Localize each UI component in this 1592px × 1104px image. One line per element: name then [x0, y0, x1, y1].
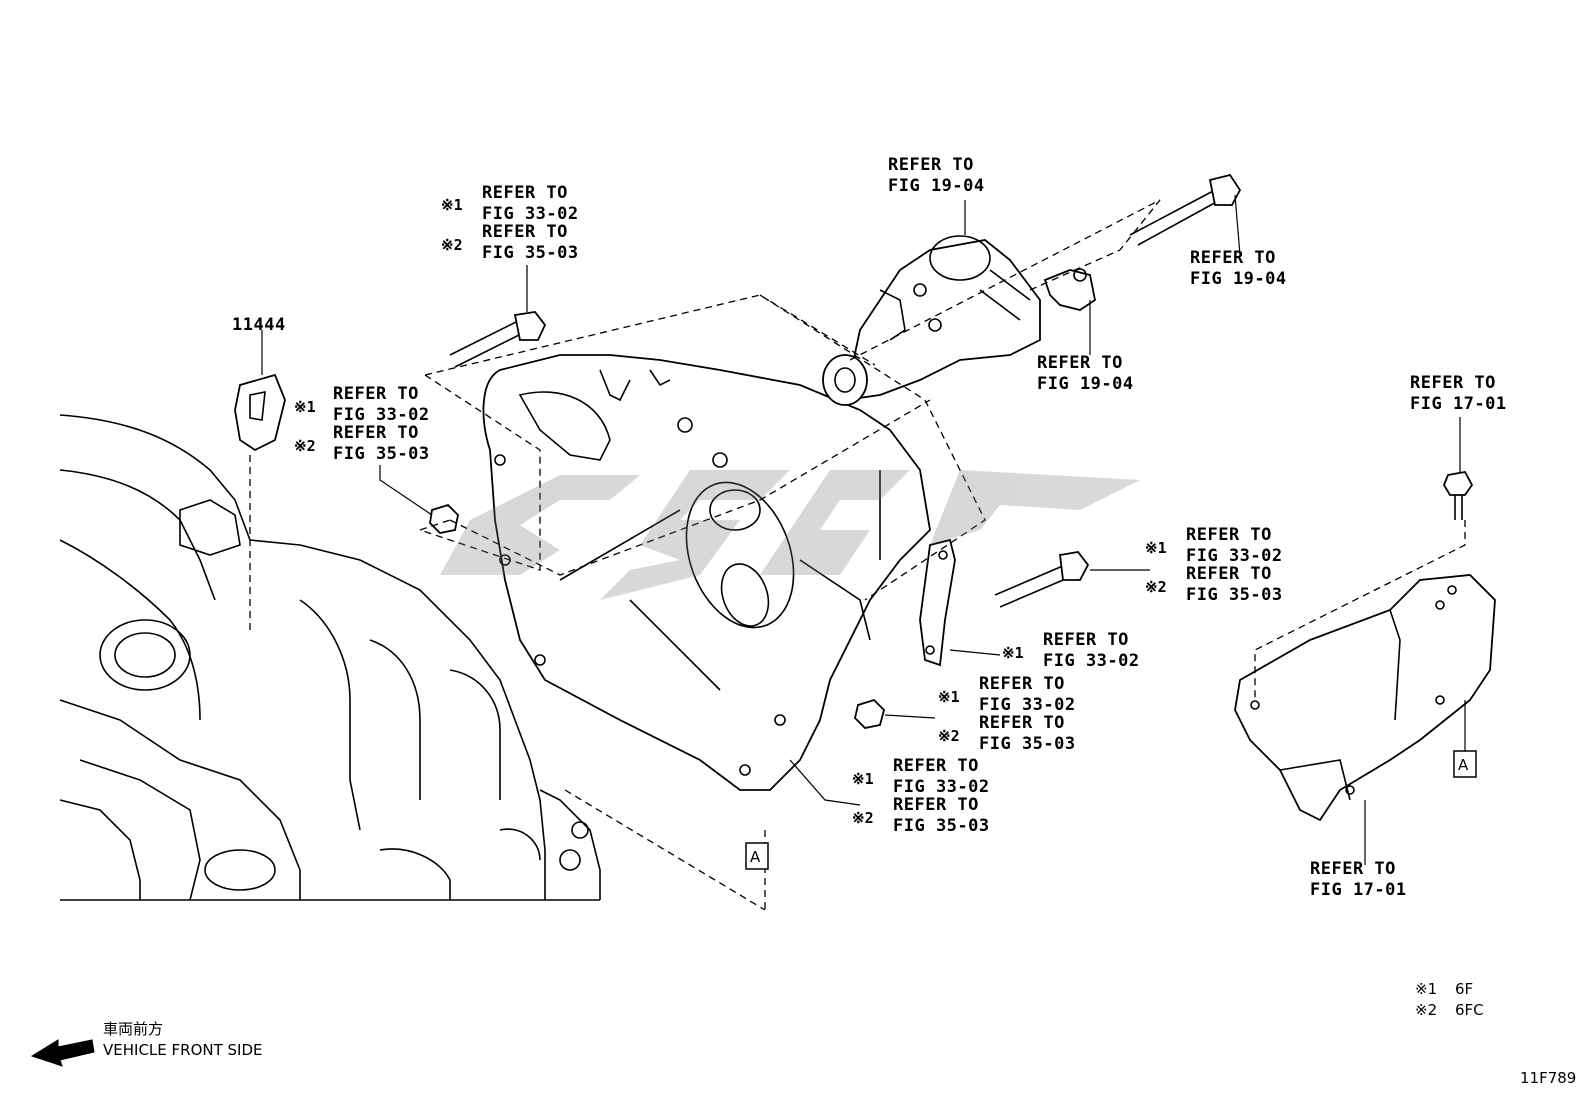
callout-bolt-right[interactable]: ※1 REFER TO FIG 33-02 ※2 REFER TO FIG 35…	[1145, 525, 1283, 605]
callout-refer: REFER TO	[482, 183, 568, 203]
starter-bolt	[1129, 173, 1242, 246]
callout-fig: FIG 17-01	[1310, 880, 1407, 900]
callout-mark: ※1	[1145, 539, 1167, 557]
callout-fig: FIG 19-04	[1037, 374, 1134, 394]
callout-refer: REFER TO	[1186, 525, 1272, 545]
legend-value: 6FC	[1455, 1001, 1484, 1019]
svg-text:A: A	[1458, 756, 1469, 774]
assembly-lines	[249, 199, 1466, 911]
callout-refer: REFER TO	[1043, 630, 1129, 650]
callout-housing-lower[interactable]: ※1 REFER TO FIG 33-02 ※2 REFER TO FIG 35…	[852, 756, 990, 836]
reference-mark-a-right: A	[1453, 750, 1477, 778]
callout-refer: REFER TO	[1037, 353, 1123, 373]
front-label-japanese: 車両前方	[103, 1020, 163, 1038]
callout-mark: ※2	[938, 727, 960, 745]
starter-bracket	[1043, 268, 1097, 311]
callout-refer: REFER TO	[1310, 859, 1396, 879]
callout-mark: ※2	[441, 236, 463, 254]
callout-mark: ※1	[441, 196, 463, 214]
callout-nut-lower[interactable]: ※1 REFER TO FIG 33-02 ※2 REFER TO FIG 35…	[938, 674, 1076, 754]
callout-mark: ※2	[1145, 578, 1167, 596]
callout-mark: ※1	[294, 398, 316, 416]
callout-refer: REFER TO	[482, 222, 568, 242]
svg-text:A: A	[750, 848, 761, 866]
callout-starter[interactable]: REFER TO FIG 19-04	[888, 155, 985, 196]
callout-mount[interactable]: REFER TO FIG 17-01	[1310, 859, 1407, 900]
callout-fig: FIG 35-03	[1186, 585, 1283, 605]
callout-starter-bracket[interactable]: REFER TO FIG 19-04	[1037, 353, 1134, 394]
callout-bolt-top[interactable]: ※1 REFER TO FIG 33-02 ※2 REFER TO FIG 35…	[441, 183, 579, 263]
starter-motor	[822, 235, 1041, 406]
variant-legend: ※1 6F ※2 6FC	[1415, 980, 1484, 1019]
engine-drawing	[59, 414, 601, 901]
callout-refer: REFER TO	[1190, 248, 1276, 268]
callout-fig: FIG 19-04	[888, 176, 985, 196]
nut-left	[429, 503, 459, 534]
vehicle-front-indicator: 車両前方 VEHICLE FRONT SIDE	[30, 1020, 263, 1067]
callout-fig: FIG 33-02	[1043, 651, 1140, 671]
nut-lower	[854, 698, 886, 729]
front-arrow-icon	[30, 1039, 95, 1067]
watermark-logo	[440, 470, 1140, 600]
callout-fig: FIG 35-03	[893, 816, 990, 836]
housing-bolt-right	[994, 551, 1090, 608]
clip-part-11444	[234, 373, 286, 452]
mount-bolt	[1442, 471, 1474, 520]
callout-fig: FIG 33-02	[482, 204, 579, 224]
callout-mark: ※2	[294, 437, 316, 455]
part-number-label[interactable]: 11444	[232, 315, 286, 335]
callout-fig: FIG 35-03	[979, 734, 1076, 754]
callout-fig: FIG 19-04	[1190, 269, 1287, 289]
callout-refer: REFER TO	[1410, 373, 1496, 393]
callout-fig: FIG 35-03	[333, 444, 430, 464]
legend-mark: ※1	[1415, 980, 1437, 998]
clutch-housing	[482, 354, 931, 791]
figure-code: 11F789	[1520, 1069, 1576, 1087]
callout-refer: REFER TO	[979, 713, 1065, 733]
housing-bolt-top	[449, 311, 547, 368]
callout-starter-bolt[interactable]: REFER TO FIG 19-04	[1190, 248, 1287, 289]
callout-fig: FIG 17-01	[1410, 394, 1507, 414]
callout-mark: ※1	[938, 688, 960, 706]
legend-mark: ※2	[1415, 1001, 1437, 1019]
callout-mount-bolt[interactable]: REFER TO FIG 17-01	[1410, 373, 1507, 414]
callout-bracket-right[interactable]: ※1 REFER TO FIG 33-02	[1002, 630, 1140, 671]
callout-refer: REFER TO	[333, 423, 419, 443]
callout-mark: ※1	[1002, 644, 1024, 662]
callout-refer: REFER TO	[893, 756, 979, 776]
front-label-english: VEHICLE FRONT SIDE	[103, 1041, 263, 1059]
engine-mount	[1234, 574, 1496, 822]
callout-fig: FIG 33-02	[979, 695, 1076, 715]
bracket-right	[919, 538, 956, 667]
callout-refer: REFER TO	[888, 155, 974, 175]
callout-nut-left[interactable]: ※1 REFER TO FIG 33-02 ※2 REFER TO FIG 35…	[294, 384, 430, 464]
callout-refer: REFER TO	[1186, 564, 1272, 584]
callout-refer: REFER TO	[333, 384, 419, 404]
callout-fig: FIG 33-02	[333, 405, 430, 425]
callout-mark: ※2	[852, 809, 874, 827]
legend-value: 6F	[1455, 980, 1473, 998]
callout-refer: REFER TO	[979, 674, 1065, 694]
callout-mark: ※1	[852, 770, 874, 788]
callout-fig: FIG 33-02	[893, 777, 990, 797]
callout-fig: FIG 35-03	[482, 243, 579, 263]
callout-fig: FIG 33-02	[1186, 546, 1283, 566]
reference-mark-a-left: A	[745, 842, 769, 870]
callout-refer: REFER TO	[893, 795, 979, 815]
